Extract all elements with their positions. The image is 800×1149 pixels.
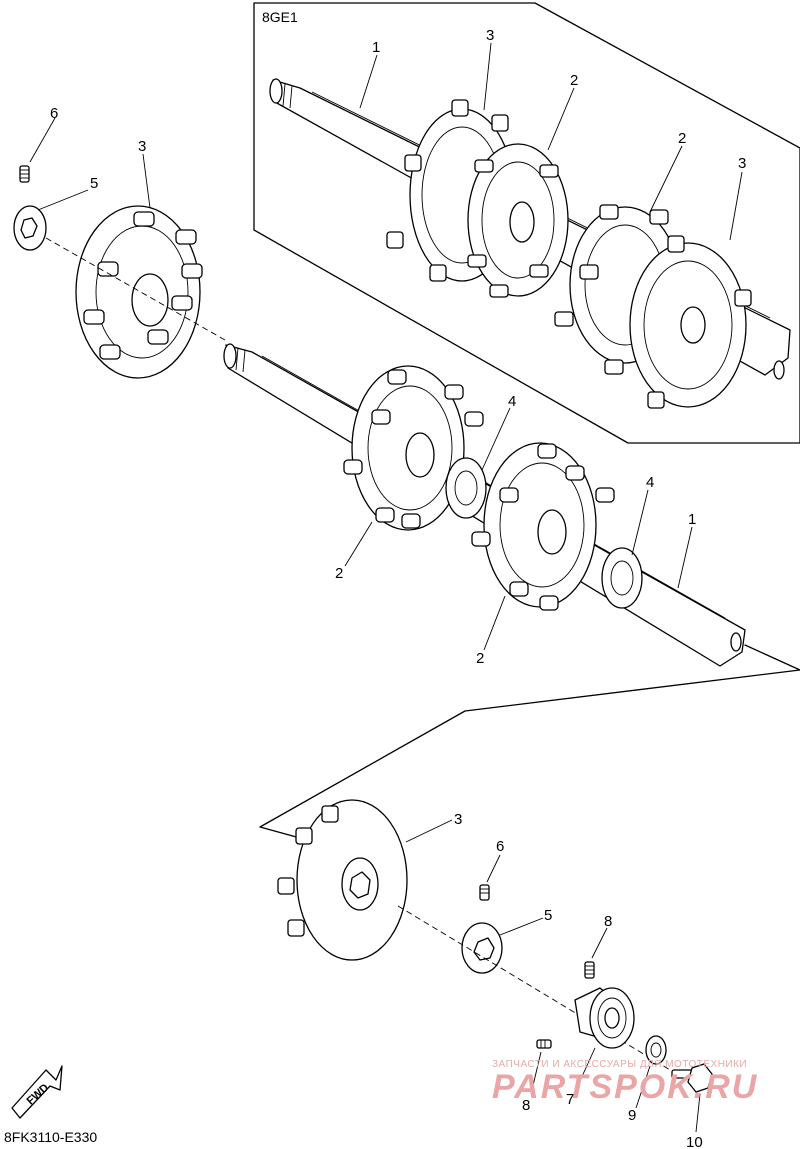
main-leaders xyxy=(344,407,693,651)
main-spacer-4-b xyxy=(601,547,643,609)
callout-lower-sprocket: 3 xyxy=(454,811,462,828)
left-sprocket-3 xyxy=(75,153,203,379)
watermark-brand: PARTSPOK.RU xyxy=(492,1068,758,1106)
washer-and-bolt xyxy=(635,1035,713,1133)
axis-left xyxy=(45,237,226,341)
main-sprocket-2-a xyxy=(343,365,484,531)
variant-label: 8GE1 xyxy=(262,9,298,25)
inset-frame xyxy=(253,2,800,444)
callout-lower-collar-screw: 6 xyxy=(496,838,504,855)
figure-code: 8FK3110-E330 xyxy=(4,1129,97,1145)
left-collar-assembly xyxy=(13,117,89,251)
callout-inset-sprocket-a: 2 xyxy=(570,72,578,89)
lower-sprocket-3 xyxy=(277,799,453,961)
callout-bearing-screw-low: 8 xyxy=(522,1097,530,1114)
watermark: ЗАПЧАСТИ И АКСЕССУАРЫ ДЛЯ МОТОТЕХНИКИ PA… xyxy=(492,1059,758,1106)
variant-inset: 8GE1 xyxy=(253,2,800,444)
main-spacer-4-a xyxy=(445,457,487,519)
watermark-tagline: ЗАПЧАСТИ И АКСЕССУАРЫ ДЛЯ МОТОТЕХНИКИ xyxy=(492,1059,747,1070)
callout-washer: 9 xyxy=(628,1107,636,1124)
bearing-assembly xyxy=(530,927,635,1095)
callout-main-shaft: 1 xyxy=(688,511,696,528)
inset-sprocket-3-end xyxy=(629,235,752,409)
callout-lower-collar: 5 xyxy=(544,907,552,924)
lower-collar-assembly xyxy=(461,854,544,974)
callout-inset-sprocket-top: 3 xyxy=(486,27,494,44)
callout-left-collar: 5 xyxy=(90,175,98,192)
fwd-arrow-icon: FWD xyxy=(11,1065,63,1119)
callout-inset-shaft: 1 xyxy=(372,39,380,56)
lower-set-screw xyxy=(479,884,490,901)
callout-bearing: 7 xyxy=(566,1091,574,1108)
callout-left-collar-screw: 6 xyxy=(50,105,58,122)
inset-leaders xyxy=(359,42,743,241)
callout-left-sprocket: 3 xyxy=(138,138,146,155)
main-sprocket-2-b xyxy=(471,442,615,611)
callout-main-sprocket-a: 2 xyxy=(335,565,343,582)
connector-line xyxy=(259,644,800,839)
callout-main-sprocket-b: 2 xyxy=(476,650,484,667)
callout-main-spacer-b: 4 xyxy=(646,474,654,491)
bearing-set-screw-low xyxy=(536,1039,552,1049)
callout-bearing-screw-top: 8 xyxy=(604,913,612,930)
inset-sprocket-2-a xyxy=(467,143,569,298)
axis-lower xyxy=(397,905,691,1083)
callout-inset-sprocket-end: 3 xyxy=(738,155,746,172)
washer xyxy=(645,1035,667,1065)
callout-inset-sprocket-b: 2 xyxy=(678,130,686,147)
callout-main-spacer-a: 4 xyxy=(508,393,516,410)
bolt-head xyxy=(687,1063,713,1093)
callout-bolt: 10 xyxy=(686,1134,703,1149)
